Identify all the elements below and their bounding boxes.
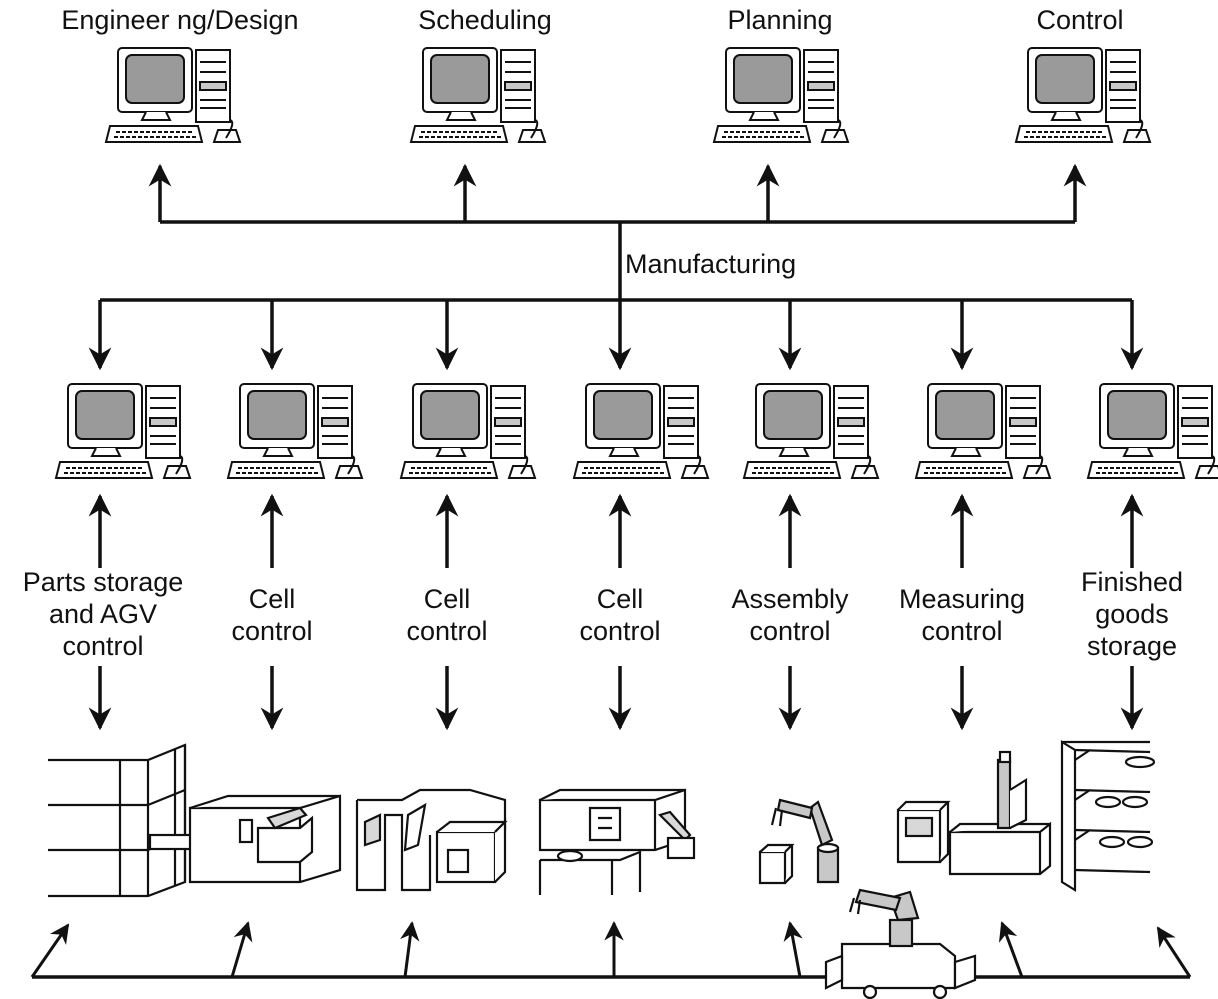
computer-workstation-icon (1086, 383, 1218, 479)
finished-goods-rack-icon (1060, 740, 1156, 892)
computer-workstation-icon (104, 47, 242, 143)
label-engineering-design: Engineer ng/Design (61, 5, 299, 35)
label-cell-control-1: Cell control (231, 584, 313, 646)
label-manufacturing: Manufacturing (625, 249, 797, 279)
label-cell-control-3: Cell control (579, 584, 661, 646)
equipment-arrows (88, 666, 1144, 731)
computer-workstation-icon (572, 383, 710, 479)
label-finished-goods: Finished goods storage (1080, 567, 1184, 661)
machining-cell-icon (538, 788, 696, 895)
agv-robot-icon (824, 888, 977, 999)
label-measuring-control: Measuring control (898, 584, 1026, 646)
transport-arrows (30, 921, 1192, 978)
label-scheduling: Scheduling (418, 5, 552, 35)
computer-workstation-icon (914, 383, 1052, 479)
up-arrows (88, 493, 1144, 568)
measuring-machine-icon (896, 750, 1052, 876)
label-planning: Planning (727, 5, 833, 35)
assembly-robot-icon (758, 798, 840, 885)
label-assembly-control: Assembly control (731, 584, 849, 646)
top-bus (160, 220, 1075, 300)
machining-cell-icon (355, 788, 508, 892)
computer-workstation-icon (399, 383, 537, 479)
storage-rack-and-agv-icon (48, 743, 342, 898)
computer-workstation-icon (1014, 47, 1152, 143)
computer-workstation-icon (409, 47, 547, 143)
computer-workstation-icon (742, 383, 880, 479)
label-parts-storage: Parts storage and AGV control (22, 567, 184, 661)
computer-workstation-icon (712, 47, 850, 143)
label-control: Control (1036, 5, 1124, 35)
computer-workstation-icon (226, 383, 364, 479)
label-cell-control-2: Cell control (406, 584, 488, 646)
down-arrows (88, 300, 1144, 371)
computer-group (54, 47, 1218, 479)
top-arrows (148, 163, 1087, 222)
computer-workstation-icon (54, 383, 192, 479)
